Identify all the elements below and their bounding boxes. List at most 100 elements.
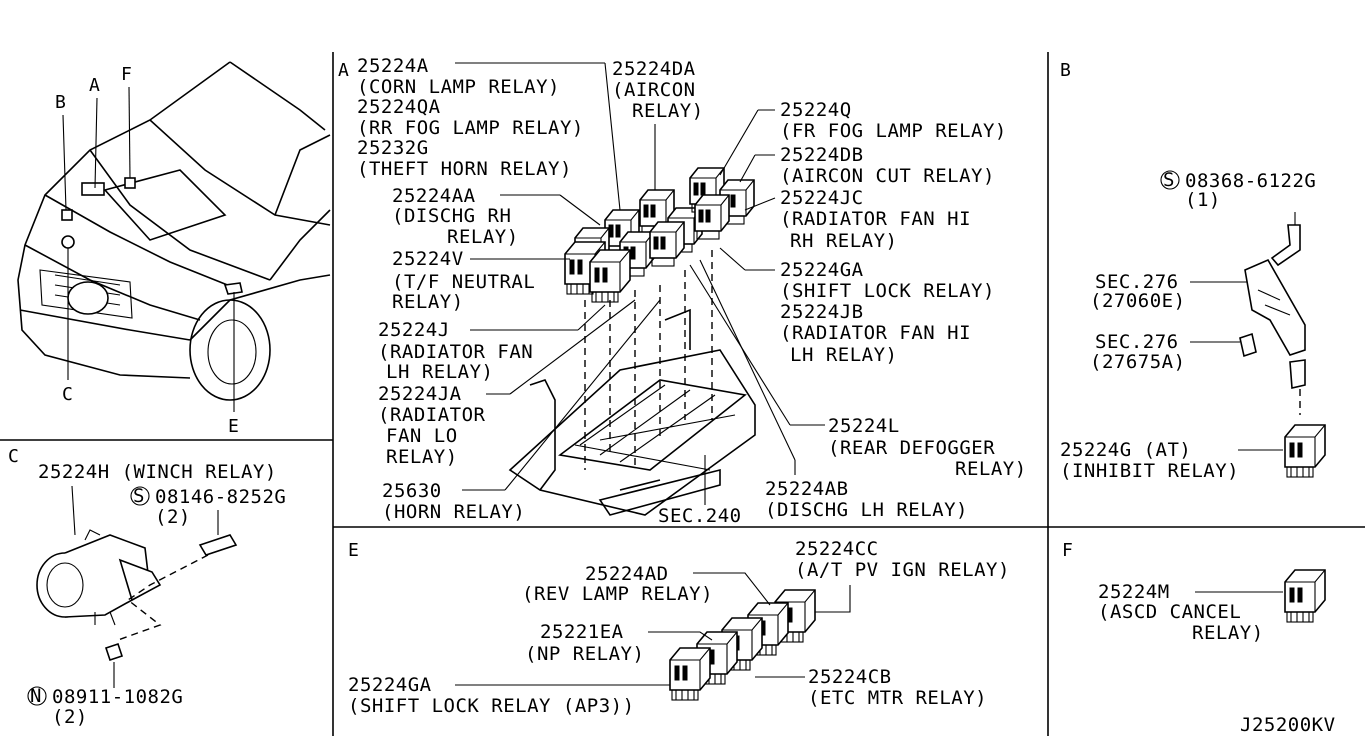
panel-a-letter: A [338, 60, 349, 81]
label-25224l: 25224L [828, 415, 900, 437]
label-rear-defogger-relay: RELAY) [955, 458, 1027, 480]
bolt-symbol-s [1160, 170, 1180, 190]
label-fan-lo: FAN LO [386, 425, 458, 447]
label-theft-horn-relay: (THEFT HORN RELAY) [357, 158, 572, 180]
label-shift-lock-relay-ap3: (SHIFT LOCK RELAY (AP3)) [348, 695, 635, 717]
nut-qty: (2) [52, 706, 88, 728]
label-dischg-rh-relay: RELAY) [447, 226, 519, 248]
inhibit-relay-name: (INHIBIT RELAY) [1060, 460, 1239, 482]
winch-relay [36, 529, 162, 626]
panel-c-letter: C [8, 446, 19, 467]
label-at-pv-ign-relay: (A/T PV IGN RELAY) [795, 559, 1010, 581]
label-tf-neutral-relay: RELAY) [392, 291, 464, 313]
vehicle-callouts: B A F C E [55, 64, 239, 437]
panel-borders [0, 52, 1365, 736]
label-25224q: 25224Q [780, 99, 852, 121]
bracket-bolt [1270, 224, 1301, 267]
label-radiator-fan-lh-relay: LH RELAY) [386, 361, 493, 383]
label-rev-lamp-relay: (REV LAMP RELAY) [522, 583, 713, 605]
label-25224cc: 25224CC [795, 538, 879, 560]
label-radiator: (RADIATOR [378, 404, 486, 426]
sec276-a-label: SEC.276 [1095, 271, 1179, 293]
sec276-a-code: (27060E) [1090, 290, 1186, 312]
label-25224ab: 25224AB [765, 478, 849, 500]
assembly-guides [584, 250, 713, 470]
label-25630: 25630 [382, 480, 442, 502]
winch-nut [104, 642, 124, 662]
label-sec-240: SEC.240 [658, 505, 742, 527]
label-corn-lamp-relay: (CORN LAMP RELAY) [357, 76, 560, 98]
bolt-qty: (2) [155, 506, 191, 528]
inhibit-relay-number: 25224G (AT) [1060, 439, 1191, 461]
label-radiator-fan-hi-rh: (RADIATOR FAN HI [780, 208, 971, 230]
bolt-part-number: 08146-8252G [155, 486, 286, 508]
ascd-relay-name: (ASCD CANCEL [1098, 601, 1241, 623]
label-aircon: (AIRCON [612, 79, 696, 101]
label-fr-fog-lamp-relay: (FR FOG LAMP RELAY) [780, 120, 1007, 142]
callout-a: A [89, 75, 100, 96]
label-radiator-fan: (RADIATOR FAN [378, 341, 533, 363]
vehicle-illustration [17, 61, 331, 401]
label-25224db: 25224DB [780, 144, 864, 166]
label-dischg-rh: (DISCHG RH [392, 205, 511, 227]
panel-b-letter: B [1060, 60, 1071, 81]
label-25224aa: 25224AA [392, 185, 476, 207]
callout-f: F [121, 64, 132, 85]
label-rr-fog-lamp-relay: (RR FOG LAMP RELAY) [357, 117, 584, 139]
label-radiator-fan-hi-rh-relay: RH RELAY) [790, 230, 897, 252]
label-25224da: 25224DA [612, 58, 696, 80]
label-radiator-fan-hi-lh-relay: LH RELAY) [790, 344, 897, 366]
label-25232g: 25232G [357, 137, 429, 159]
callout-b: B [55, 92, 66, 113]
label-25224v: 25224V [392, 248, 464, 270]
label-fan-lo-relay: RELAY) [386, 446, 458, 468]
panel-f: F 25224M (ASCD CANCEL RELAY) [1062, 540, 1326, 644]
label-25224qa: 25224QA [357, 96, 441, 118]
label-tf-neutral: (T/F NEUTRAL [392, 271, 535, 293]
label-25224j: 25224J [378, 319, 450, 341]
callout-c: C [62, 384, 73, 405]
label-radiator-fan-hi-lh: (RADIATOR FAN HI [780, 322, 971, 344]
panel-f-letter: F [1062, 540, 1073, 561]
label-25224ga-ap3: 25224GA [348, 674, 432, 696]
bolt-part-number: 08368-6122G [1185, 170, 1316, 192]
panel-a: A [338, 55, 1027, 527]
panel-e-letter: E [348, 540, 359, 561]
winch-bolt [198, 534, 238, 556]
bolt-qty: (1) [1185, 189, 1221, 211]
bracket [1244, 258, 1306, 356]
nut-symbol-n [27, 686, 47, 706]
label-horn-relay: (HORN RELAY) [382, 501, 525, 523]
winch-relay-label: 25224H (WINCH RELAY) [38, 461, 277, 483]
bolt-symbol-s [130, 486, 150, 506]
label-aircon-relay: RELAY) [632, 100, 704, 122]
label-np-relay: (NP RELAY) [525, 643, 644, 665]
label-25221ea: 25221EA [540, 621, 624, 643]
bolt-symbol-s-text: S [133, 485, 145, 507]
panel-e: E 25224CC (A/T PV IGN RELAY) 25224AD (RE… [348, 538, 1010, 717]
sec276-b-label: SEC.276 [1095, 331, 1179, 353]
label-aircon-cut-relay: (AIRCON CUT RELAY) [780, 165, 995, 187]
label-25224ad: 25224AD [585, 563, 669, 585]
sec276-b-code: (27675A) [1090, 351, 1186, 373]
ascd-relay-number: 25224M [1098, 581, 1170, 603]
nut-part-number: 08911-1082G [52, 686, 183, 708]
label-25224cb: 25224CB [808, 666, 892, 688]
panel-b: B S 08368-6122G (1) SEC.276 (27060E) SEC… [1060, 60, 1326, 482]
label-dischg-lh-relay: (DISCHG LH RELAY) [765, 499, 968, 521]
label-shift-lock-relay: (SHIFT LOCK RELAY) [780, 280, 995, 302]
nut-symbol-n-text: N [30, 685, 42, 707]
ascd-relay-suffix: RELAY) [1192, 622, 1264, 644]
label-25224a: 25224A [357, 55, 429, 77]
label-25224jc: 25224JC [780, 187, 864, 209]
panel-c: C 25224H (WINCH RELAY) S 08146-8252G (2)… [8, 446, 286, 728]
label-25224jb: 25224JB [780, 301, 864, 323]
diagram-code: J25200KV [1240, 714, 1336, 736]
label-25224ga: 25224GA [780, 259, 864, 281]
callout-e: E [228, 416, 239, 437]
bolt-symbol-s-text: S [1163, 169, 1175, 191]
relay-box-assembly [508, 167, 756, 516]
label-25224ja: 25224JA [378, 383, 462, 405]
